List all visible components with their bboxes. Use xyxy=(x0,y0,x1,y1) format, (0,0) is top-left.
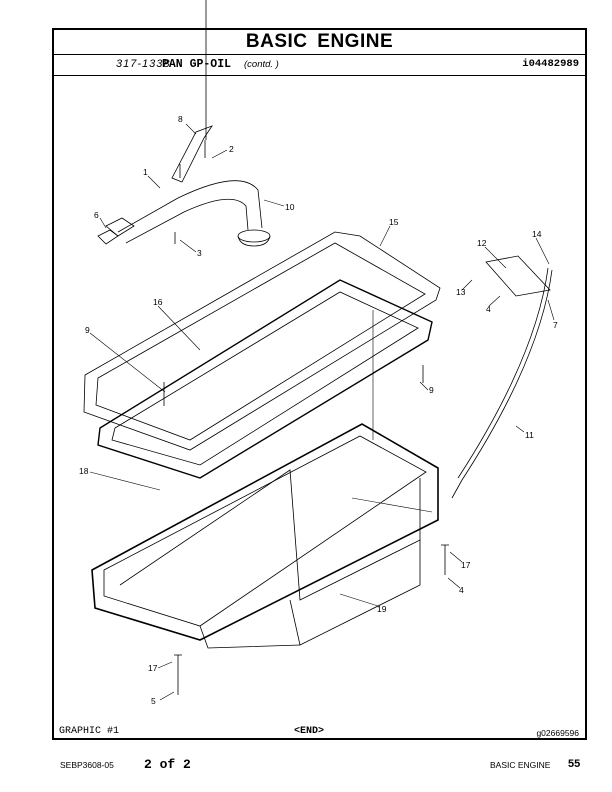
end-label: <END> xyxy=(294,726,325,737)
continued-label: (contd. ) xyxy=(244,59,279,70)
callout-8: 8 xyxy=(178,114,183,124)
callout-13: 13 xyxy=(456,287,466,297)
graphic-id: g02669596 xyxy=(536,728,579,738)
dipstick-tube xyxy=(451,255,553,499)
callout-5: 5 xyxy=(151,696,156,706)
callout-11: 11 xyxy=(525,430,534,440)
part-name: PAN GP-OIL xyxy=(162,58,232,71)
graphic-label: GRAPHIC #1 xyxy=(59,726,120,737)
callout-6: 6 xyxy=(94,210,99,220)
callout-9b: 9 xyxy=(429,385,434,395)
footer-section: BASIC ENGINE xyxy=(490,760,551,770)
callout-9: 9 xyxy=(85,325,90,335)
bracket xyxy=(171,0,214,183)
page-frame: BASIC ENGINE 317-1338 PAN GP-OIL (contd.… xyxy=(52,28,587,740)
section-title: BASIC ENGINE xyxy=(54,30,585,55)
leader-lines xyxy=(89,123,555,701)
callout-1: 1 xyxy=(143,167,148,177)
page-number: 55 xyxy=(568,758,581,770)
callout-12: 12 xyxy=(477,238,487,248)
part-number: 317-1338 xyxy=(116,58,171,70)
part-header: 317-1338 PAN GP-OIL (contd. ) i04482989 xyxy=(54,54,585,76)
gasket-15 xyxy=(83,231,441,451)
callout-17: 17 xyxy=(461,560,471,570)
callout-17b: 17 xyxy=(148,663,158,673)
bolts xyxy=(163,365,449,695)
callout-3: 3 xyxy=(197,248,202,258)
callout-2: 2 xyxy=(229,144,234,154)
callout-14: 14 xyxy=(532,229,542,239)
document-id: SEBP3608-05 xyxy=(60,760,114,770)
callout-4: 4 xyxy=(486,304,491,314)
oil-pan xyxy=(91,423,439,649)
gasket-16 xyxy=(97,279,433,479)
suction-tube xyxy=(97,180,271,247)
callout-4b: 4 xyxy=(459,585,464,595)
callout-labels: 8 2 1 10 6 3 15 12 14 13 4 7 16 9 9 11 1… xyxy=(79,114,558,706)
callout-7: 7 xyxy=(553,320,558,330)
page-of: 2 of 2 xyxy=(144,757,191,772)
callout-16: 16 xyxy=(153,297,163,307)
illustration-id: i04482989 xyxy=(522,58,579,70)
callout-19: 19 xyxy=(377,604,387,614)
callout-18: 18 xyxy=(79,466,89,476)
callout-10: 10 xyxy=(285,202,295,212)
callout-15: 15 xyxy=(389,217,399,227)
